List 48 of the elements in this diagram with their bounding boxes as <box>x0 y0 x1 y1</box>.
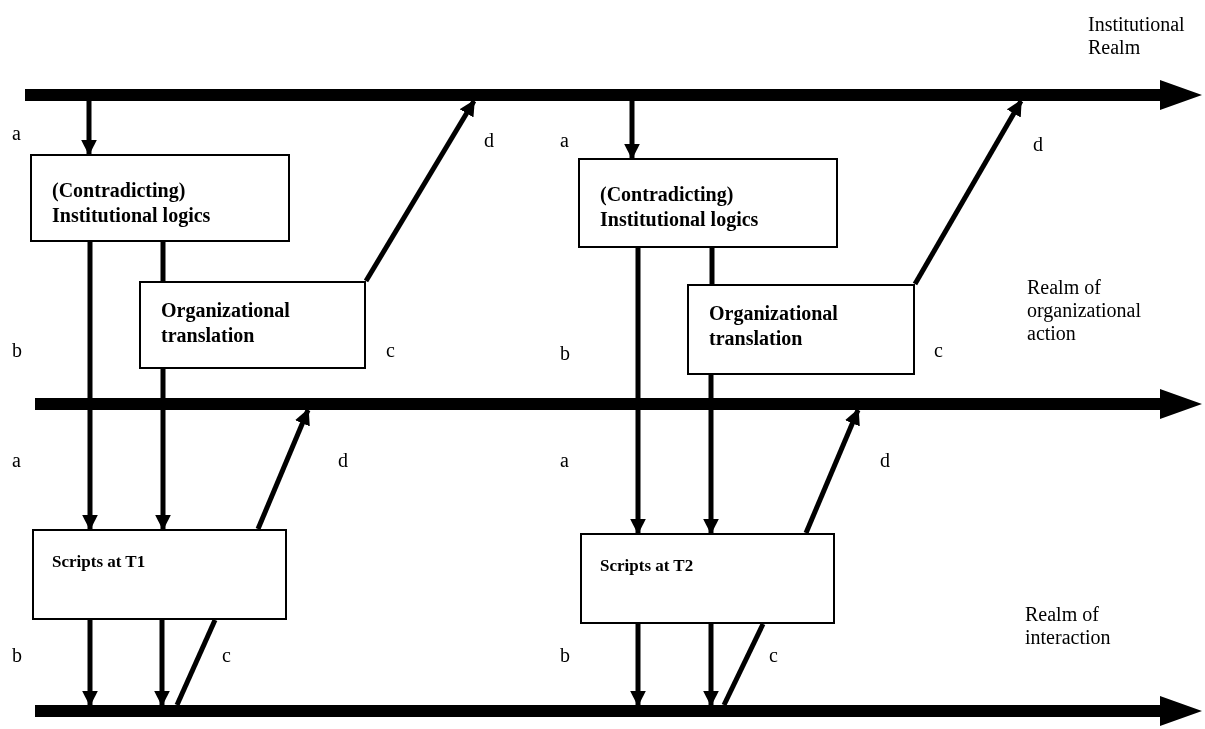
arrow <box>363 99 477 283</box>
path-letter: c <box>386 339 395 362</box>
path-letter: d <box>338 449 348 472</box>
arrow <box>630 624 646 707</box>
arrow <box>703 375 719 535</box>
timeline-arrow <box>25 80 1202 110</box>
box-label: Organizational translation <box>161 298 291 348</box>
arrow <box>82 620 98 707</box>
arrow <box>703 624 719 707</box>
box-label: Scripts at T1 <box>52 551 147 573</box>
timeline-arrow <box>35 389 1202 419</box>
process-box <box>687 284 915 375</box>
box-label: (Contradicting) Institutional logics <box>600 182 760 232</box>
box-label: Scripts at T2 <box>600 555 695 577</box>
timeline-arrow <box>35 696 1202 726</box>
process-box <box>139 281 366 369</box>
box-label: (Contradicting) Institutional logics <box>52 178 212 228</box>
path-letter: b <box>560 342 570 365</box>
arrow <box>624 101 640 160</box>
realm-label: Institutional Realm <box>1088 13 1186 59</box>
arrow <box>154 620 170 707</box>
path-letter: b <box>12 644 22 667</box>
arrow <box>803 408 861 534</box>
path-letter: a <box>12 122 21 145</box>
box-label: Organizational translation <box>709 301 839 351</box>
path-letter: a <box>560 449 569 472</box>
path-letter: c <box>222 644 231 667</box>
realm-label: Realm of organizational action <box>1027 276 1143 345</box>
path-letter: a <box>560 129 569 152</box>
path-letter: d <box>484 129 494 152</box>
path-letter: b <box>560 644 570 667</box>
arrow <box>255 408 311 530</box>
realm-label: Realm of interaction <box>1025 603 1112 649</box>
process-box <box>32 529 287 620</box>
arrow <box>81 101 97 156</box>
path-letter: b <box>12 339 22 362</box>
process-box <box>580 533 835 624</box>
arrow <box>82 242 98 531</box>
arrow <box>912 99 1024 286</box>
path-letter: d <box>880 449 890 472</box>
arrow <box>155 369 171 531</box>
path-letter: a <box>12 449 21 472</box>
process-box <box>30 154 290 242</box>
path-letter: c <box>769 644 778 667</box>
process-box <box>578 158 838 248</box>
path-letter: d <box>1033 133 1043 156</box>
path-letter: c <box>934 339 943 362</box>
arrow <box>630 248 646 535</box>
